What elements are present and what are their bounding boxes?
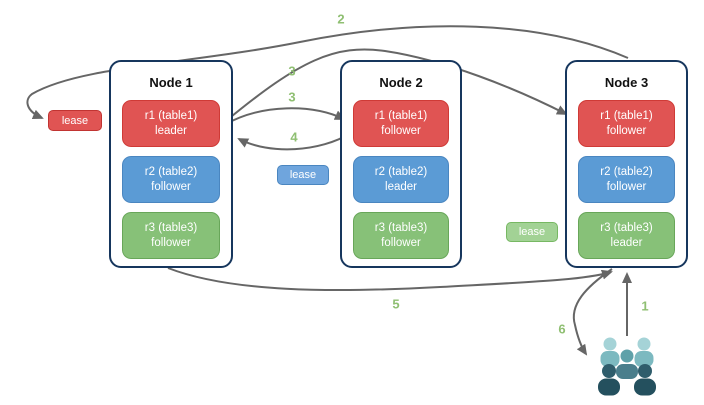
- lease-badge-blue: lease: [277, 165, 329, 185]
- replica-r1-node3: r1 (table1) follower: [578, 100, 675, 147]
- arrow-label-5: 5: [392, 296, 400, 312]
- replica-role: leader: [610, 236, 643, 249]
- replica-label: r2 (table2): [600, 165, 653, 178]
- replica-r1-node1: r1 (table1) leader: [122, 100, 220, 147]
- replica-label: r2 (table2): [374, 165, 428, 178]
- node-1-title: Node 1: [149, 75, 193, 90]
- arrow-label-6: 6: [558, 321, 566, 337]
- arrow-3-node1-to-node2: [225, 107, 346, 125]
- node-1-replicas: r1 (table1) leader r2 (table2) follower …: [122, 100, 220, 259]
- node-1: Node 1 r1 (table1) leader r2 (table2) fo…: [109, 60, 233, 268]
- node-3-title: Node 3: [604, 75, 649, 90]
- replica-role: leader: [155, 124, 187, 137]
- arrow-label-3-long: 3: [288, 63, 296, 79]
- replica-role: follower: [151, 180, 191, 193]
- arrow-5-node1-to-node3: [167, 267, 613, 292]
- node-3-replicas: r1 (table1) follower r2 (table2) followe…: [578, 100, 675, 259]
- arrow-2-node3-to-red-lease: [26, 25, 629, 119]
- lease-badge-green: lease: [506, 222, 558, 242]
- node-2: Node 2 r1 (table1) follower r2 (table2) …: [340, 60, 462, 268]
- replica-r3-node2: r3 (table3) follower: [353, 212, 449, 259]
- replica-label: r1 (table1): [600, 109, 653, 122]
- replica-role: follower: [606, 180, 647, 193]
- replica-role: follower: [381, 124, 421, 137]
- replica-label: r2 (table2): [144, 165, 198, 178]
- replica-r3-node3: r3 (table3) leader: [578, 212, 675, 259]
- node-2-replicas: r1 (table1) follower r2 (table2) leader …: [353, 100, 449, 259]
- arrow-label-1: 1: [641, 298, 649, 314]
- replica-label: r3 (table3): [374, 221, 428, 234]
- replica-r2-node3: r2 (table2) follower: [578, 156, 675, 203]
- arrow-6-node3-to-users: [572, 268, 613, 356]
- replica-label: r1 (table1): [144, 109, 198, 122]
- replica-r1-node2: r1 (table1) follower: [353, 100, 449, 147]
- node-3: Node 3 r1 (table1) follower r2 (table2) …: [565, 60, 688, 268]
- replica-r3-node1: r3 (table3) follower: [122, 212, 220, 259]
- arrow-4-node2-to-node1: [237, 132, 352, 151]
- arrow-label-3-short: 3: [288, 89, 296, 105]
- replica-r2-node2: r2 (table2) leader: [353, 156, 449, 203]
- node-2-title: Node 2: [379, 75, 423, 90]
- replica-role: follower: [606, 124, 647, 137]
- replica-role: follower: [381, 236, 421, 249]
- lease-badge-red: lease: [48, 110, 102, 131]
- replica-r2-node1: r2 (table2) follower: [122, 156, 220, 203]
- users-group-icon: [598, 337, 656, 396]
- arrow-label-2: 2: [337, 11, 345, 27]
- replica-label: r3 (table3): [144, 221, 198, 234]
- replica-label: r1 (table1): [374, 109, 428, 122]
- arrow-label-4: 4: [290, 129, 298, 145]
- replica-role: follower: [151, 236, 191, 249]
- replica-label: r3 (table3): [600, 221, 653, 234]
- replica-role: leader: [385, 180, 417, 193]
- arrow-3-node1-to-node3: [225, 48, 568, 122]
